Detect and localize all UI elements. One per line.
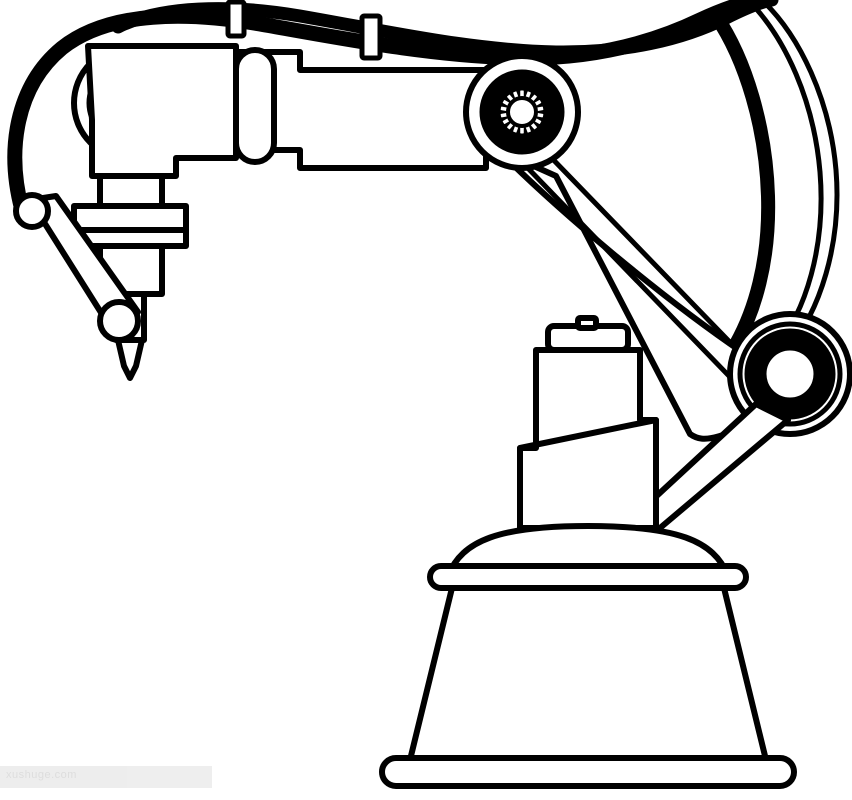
gripper-link <box>13 192 141 343</box>
wrist-housing <box>85 43 239 179</box>
tool-flange <box>71 173 189 297</box>
base-plate <box>379 755 797 789</box>
cable-clamp-left <box>225 0 247 39</box>
cable-clamp-right <box>359 13 383 61</box>
turret <box>517 315 659 531</box>
shoulder-joint <box>727 311 852 437</box>
elbow-joint <box>463 53 581 171</box>
watermark-text: xushuge.com <box>6 769 77 781</box>
watermark: xushuge.com <box>0 766 212 788</box>
forearm-cylinder <box>233 47 277 165</box>
base-cone <box>379 523 797 789</box>
